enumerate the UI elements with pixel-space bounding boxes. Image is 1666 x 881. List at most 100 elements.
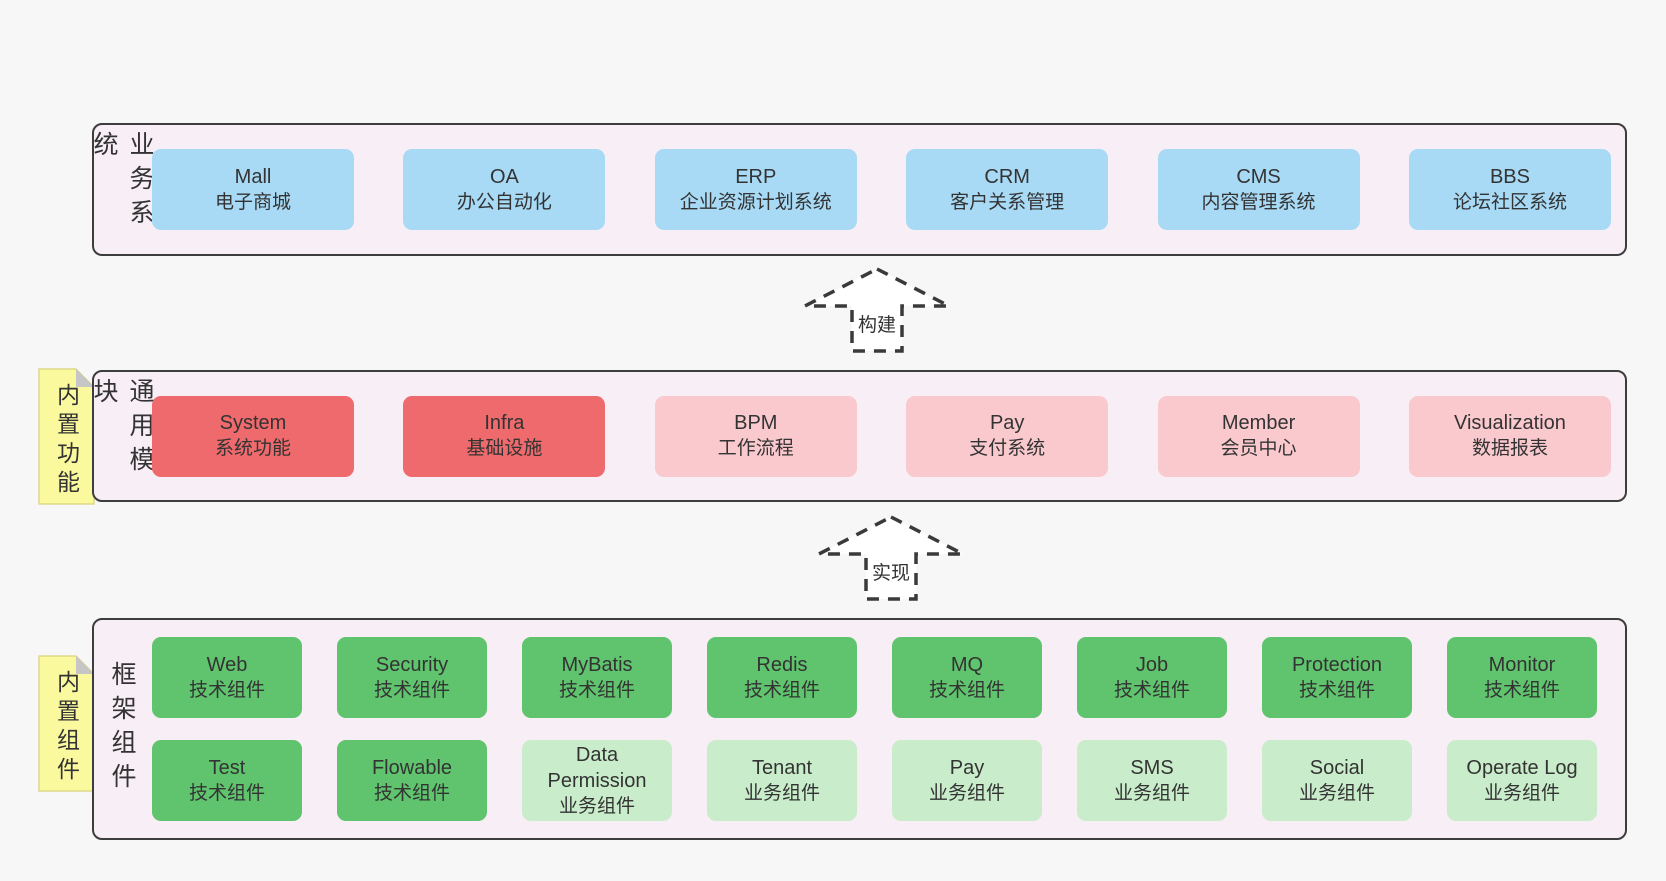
box-name: CRM	[984, 165, 1030, 188]
sticky-note-built-in-components: 内置组件	[38, 655, 95, 792]
box-bbs: BBS 论坛社区系统	[1408, 149, 1611, 230]
box-name: Infra	[484, 412, 525, 434]
framework-components-grid: Web 技术组件 Security 技术组件 MyBatis 技术组件 Redi…	[150, 620, 1625, 838]
note-text: 内置功能	[53, 382, 80, 499]
box-desc: 系统功能	[214, 438, 291, 459]
box-desc: 企业资源计划系统	[679, 191, 832, 213]
box-operate-log: Operate Log 业务组件	[1447, 740, 1597, 821]
box-name: SMS	[1130, 756, 1174, 779]
box-pay-module: Pay 支付系统	[906, 395, 1109, 477]
box-name: Redis	[756, 653, 808, 676]
business-systems-row: Mall 电子商城 OA 办公自动化 ERP 企业资源计划系统 CRM 客户关系…	[150, 125, 1625, 254]
box-desc: 技术组件	[1113, 679, 1190, 701]
box-desc: 技术组件	[188, 679, 265, 701]
box-mall: Mall 电子商城	[152, 149, 354, 230]
box-name: BBS	[1489, 165, 1530, 188]
box-job: Job 技术组件	[1077, 637, 1227, 718]
box-security: Security 技术组件	[337, 637, 487, 718]
box-desc: 业务组件	[1298, 782, 1375, 804]
layer-label-business-systems: 业务系统	[90, 131, 154, 233]
box-data-permission: Data Permission 业务组件	[522, 740, 672, 821]
box-name: Pay	[989, 412, 1025, 434]
box-desc: 工作流程	[717, 438, 794, 459]
box-desc: 基础设施	[466, 438, 543, 459]
arrow-implement-label: 实现	[868, 558, 914, 585]
box-name: Operate Log	[1466, 756, 1578, 779]
note-icon	[38, 368, 95, 505]
box-desc: 业务组件	[1113, 782, 1190, 804]
box-desc: 技术组件	[743, 679, 820, 701]
box-name: Web	[206, 653, 248, 676]
layer-label-common-modules: 通用模块	[90, 378, 154, 480]
box-desc: 电子商城	[214, 191, 291, 213]
box-desc: 论坛社区系统	[1452, 191, 1567, 213]
box-system: System 系统功能	[152, 395, 354, 477]
box-desc: 技术组件	[1298, 679, 1375, 701]
box-tenant: Tenant 业务组件	[707, 740, 857, 821]
box-name: Mall	[234, 165, 272, 188]
box-visualization: Visualization 数据报表	[1408, 395, 1611, 477]
box-infra: Infra 基础设施	[403, 395, 606, 477]
box-desc: 数据报表	[1471, 438, 1548, 459]
box-desc: 支付系统	[969, 438, 1046, 459]
box-desc: 技术组件	[928, 679, 1005, 701]
box-name: BPM	[734, 412, 778, 434]
arrow-build-label: 构建	[854, 310, 900, 337]
box-desc: 办公自动化	[456, 191, 552, 213]
box-name: Security	[375, 653, 449, 676]
layer-framework-components: 框架组件 Web 技术组件 Security 技术组件 MyBatis 技术组件…	[92, 618, 1627, 840]
box-name: Social	[1309, 756, 1365, 779]
box-desc: 技术组件	[373, 782, 450, 804]
box-sms: SMS 业务组件	[1077, 740, 1227, 821]
box-member: Member 会员中心	[1157, 395, 1360, 477]
framework-row-1: Web 技术组件 Security 技术组件 MyBatis 技术组件 Redi…	[152, 637, 1597, 718]
box-mq: MQ 技术组件	[892, 637, 1042, 718]
box-social: Social 业务组件	[1262, 740, 1412, 821]
box-crm: CRM 客户关系管理	[906, 149, 1109, 230]
box-bpm: BPM 工作流程	[654, 395, 857, 477]
box-name: Pay	[949, 756, 985, 779]
box-name: CMS	[1236, 165, 1281, 188]
box-desc: 技术组件	[558, 679, 635, 701]
note-text: 内置组件	[53, 669, 80, 786]
box-mybatis: MyBatis 技术组件	[522, 637, 672, 718]
layer-business-systems: 业务系统 Mall 电子商城 OA 办公自动化 ERP 企业资源计划系统 CRM…	[90, 123, 1627, 256]
box-name: Monitor	[1488, 653, 1556, 676]
box-name: Data Permission	[547, 743, 647, 792]
box-cms: CMS 内容管理系统	[1157, 149, 1360, 230]
box-oa: OA 办公自动化	[403, 149, 606, 230]
box-protection: Protection 技术组件	[1262, 637, 1412, 718]
box-name: MQ	[950, 653, 984, 676]
box-desc: 业务组件	[928, 782, 1005, 804]
box-desc: 技术组件	[1483, 679, 1560, 701]
box-erp: ERP 企业资源计划系统	[654, 149, 857, 230]
box-name: Protection	[1291, 653, 1383, 676]
box-desc: 业务组件	[743, 782, 820, 804]
box-name: Tenant	[751, 756, 813, 779]
box-name: Job	[1135, 653, 1169, 676]
box-flowable: Flowable 技术组件	[337, 740, 487, 821]
box-name: Visualization	[1453, 412, 1566, 434]
box-desc: 业务组件	[558, 795, 635, 817]
box-name: ERP	[735, 165, 777, 188]
arrow-implement: 实现	[816, 514, 966, 602]
sticky-note-built-in-features: 内置功能	[38, 368, 95, 505]
box-test: Test 技术组件	[152, 740, 302, 821]
box-name: OA	[489, 165, 519, 188]
common-modules-row: System 系统功能 Infra 基础设施 BPM 工作流程 Pay 支付系统…	[150, 372, 1625, 500]
layer-common-modules: 通用模块 System 系统功能 Infra 基础设施 BPM 工作流程 Pay…	[90, 370, 1627, 502]
box-redis: Redis 技术组件	[707, 637, 857, 718]
box-name: Flowable	[371, 756, 453, 779]
box-name: Member	[1221, 412, 1296, 434]
arrow-build: 构建	[802, 266, 952, 354]
box-desc: 内容管理系统	[1201, 191, 1316, 213]
box-name: MyBatis	[561, 653, 633, 676]
box-web: Web 技术组件	[152, 637, 302, 718]
box-monitor: Monitor 技术组件	[1447, 637, 1597, 718]
box-desc: 业务组件	[1483, 782, 1560, 804]
box-name: Test	[208, 756, 246, 779]
box-desc: 客户关系管理	[950, 191, 1065, 213]
box-desc: 技术组件	[188, 782, 265, 804]
layer-label-framework-components: 框架组件	[108, 661, 136, 797]
framework-row-2: Test 技术组件 Flowable 技术组件 Data Permission …	[152, 740, 1597, 821]
